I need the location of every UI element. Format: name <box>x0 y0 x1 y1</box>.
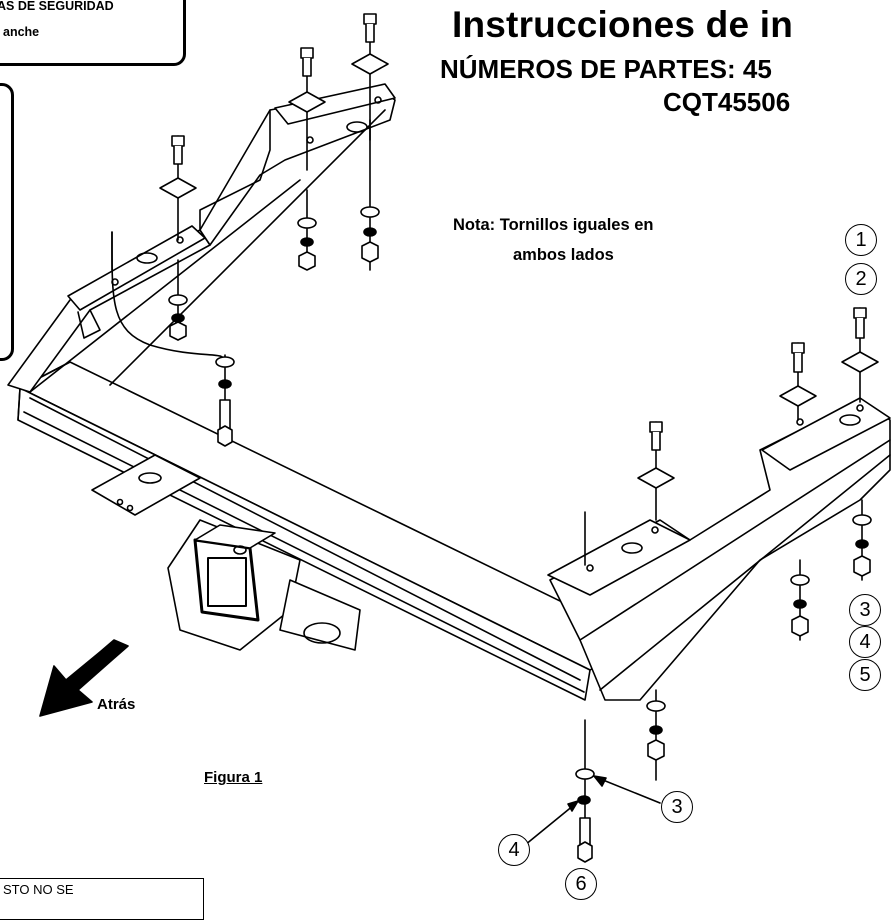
hardware-stack-7 <box>841 307 879 403</box>
wire-line <box>111 231 225 363</box>
hardware-stack-3 <box>159 135 197 341</box>
rear-direction-label: Atrás <box>97 696 136 713</box>
callout-4: 4 <box>849 626 881 658</box>
left-bracket-arm <box>7 83 396 393</box>
note-line1: Nota: Tornillos iguales en <box>453 216 654 234</box>
hardware-stack-6 <box>779 342 817 421</box>
receiver-tube <box>91 454 361 651</box>
callout-3: 3 <box>849 594 881 626</box>
callout-1: 1 <box>845 224 877 256</box>
hardware-stack-5 <box>637 421 675 521</box>
callout-6: 6 <box>565 868 597 900</box>
safety-warning-line1: AS DE SEGURIDAD <box>0 0 114 13</box>
hardware-stack-4 <box>215 354 235 447</box>
callout-3-bottom: 3 <box>661 791 693 823</box>
side-info-box <box>0 83 14 361</box>
hardware-stack-1 <box>351 13 389 271</box>
safety-warning-box: AS DE SEGURIDAD anche <box>0 0 186 66</box>
hardware-stack-10 <box>646 689 666 781</box>
right-bracket-arm <box>547 397 891 701</box>
hardware-stack-11 <box>575 719 595 863</box>
page-title: Instrucciones de in <box>452 4 793 45</box>
bottom-notice-text: STO NO SE <box>3 882 74 897</box>
rear-direction-arrow <box>39 639 129 717</box>
callout-2: 2 <box>845 263 877 295</box>
part-numbers-line2: CQT45506 <box>663 87 791 117</box>
callout-5: 5 <box>849 659 881 691</box>
hardware-stack-2 <box>288 47 326 271</box>
part-numbers-line1: NÚMEROS DE PARTES: 45 <box>440 54 772 84</box>
safety-warning-line2: anche <box>3 25 40 39</box>
callout-4-bottom: 4 <box>498 834 530 866</box>
figure-caption: Figura 1 <box>204 769 263 786</box>
hardware-stack-8 <box>852 499 872 581</box>
leader-arrows <box>524 775 661 846</box>
note-line2: ambos lados <box>513 246 614 264</box>
hardware-stack-9 <box>790 559 810 641</box>
hitch-technical-drawing <box>7 13 891 863</box>
